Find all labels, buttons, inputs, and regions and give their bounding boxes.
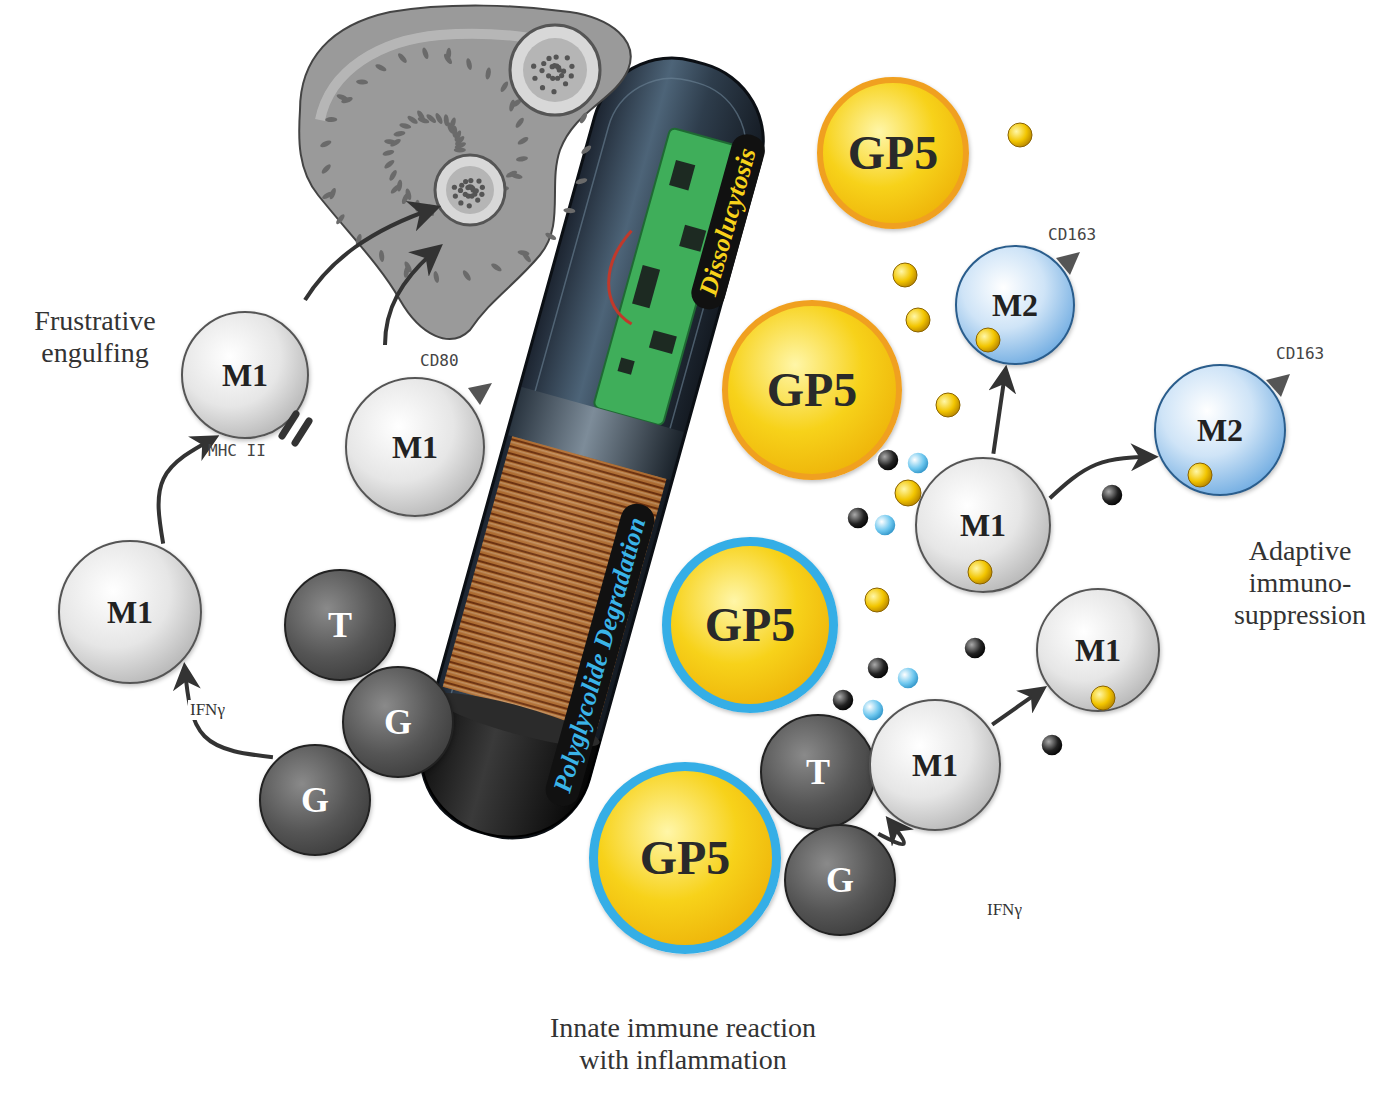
signal-label: IFNγ <box>188 700 227 720</box>
m2-macrophage: M2 <box>955 245 1075 365</box>
cell-label: M2 <box>992 289 1038 321</box>
cell-label: T <box>806 754 830 790</box>
arrow-connector <box>993 370 1005 453</box>
gp5-particle: GP5 <box>589 762 781 954</box>
cell-label: M1 <box>960 509 1006 541</box>
lymphocyte-cell: G <box>259 744 371 856</box>
lymphocyte-cell: T <box>284 569 396 681</box>
process-caption: Frustrative engulfing <box>5 305 185 369</box>
arrow-connector <box>1050 457 1153 498</box>
particle-dot <box>874 514 896 536</box>
arrow-connector <box>185 668 273 758</box>
particle-dot <box>897 667 919 689</box>
receptor-label: MHC II <box>208 442 278 460</box>
signal-label: IFNγ <box>985 900 1024 920</box>
cell-label: M1 <box>392 431 438 463</box>
particle-dot <box>895 480 921 506</box>
process-tag: Dissolucytosis <box>688 131 769 313</box>
particle-dot <box>976 328 1000 352</box>
m1-macrophage: M1 <box>869 699 1001 831</box>
m1-macrophage: M1 <box>181 311 309 439</box>
cell-label: G <box>301 782 329 818</box>
process-caption: Innate immune reaction with inflammation <box>533 1012 833 1076</box>
receptor-label: CD163 <box>1048 226 1118 244</box>
cell-label: M1 <box>222 359 268 391</box>
process-caption: Adaptive immuno- suppression <box>1210 535 1390 632</box>
particle-dot <box>906 308 930 332</box>
m1-macrophage: M1 <box>345 377 485 517</box>
receptor-label: CD80 <box>420 352 480 370</box>
particle-dot <box>862 699 884 721</box>
particle-dot <box>1041 734 1063 756</box>
cell-label: G <box>384 704 412 740</box>
particle-dot <box>832 689 854 711</box>
lymphocyte-cell: G <box>784 824 896 936</box>
receptor-label: CD163 <box>1276 345 1346 363</box>
tissue-fragment <box>299 6 631 339</box>
m1-macrophage: M1 <box>1036 588 1160 712</box>
cell-label: M1 <box>107 596 153 628</box>
particle-dot <box>865 588 889 612</box>
cell-label: T <box>328 607 352 643</box>
particle-dot <box>907 452 929 474</box>
particle-dot <box>1101 484 1123 506</box>
arrow-connector <box>992 689 1042 724</box>
cell-label: M2 <box>1197 414 1243 446</box>
particle-dot <box>1008 123 1032 147</box>
gp5-particle: GP5 <box>817 77 969 229</box>
lymphocyte-cell: T <box>760 714 876 830</box>
cell-label: GP5 <box>767 366 858 414</box>
cell-label: G <box>826 862 854 898</box>
process-tag: Polyglycolide Degradation <box>542 500 658 809</box>
m1-macrophage: M1 <box>58 540 202 684</box>
arrow-connector <box>878 821 904 845</box>
cell-label: GP5 <box>640 834 731 882</box>
particle-dot <box>847 507 869 529</box>
mhc-marker <box>282 414 309 443</box>
m2-macrophage: M2 <box>1154 364 1286 496</box>
particle-dot <box>968 560 992 584</box>
engulfing-arrows <box>305 208 438 345</box>
particle-dot <box>893 263 917 287</box>
cell-label: GP5 <box>705 601 796 649</box>
m1-macrophage: M1 <box>915 457 1051 593</box>
receptor-markers <box>468 252 1290 405</box>
particle-dot <box>1188 463 1212 487</box>
particle-dot <box>1091 686 1115 710</box>
cell-label: M1 <box>912 749 958 781</box>
lymphocyte-cell: G <box>342 666 454 778</box>
particle-dot <box>936 393 960 417</box>
gp5-particle: GP5 <box>722 300 902 480</box>
particle-dot <box>877 449 899 471</box>
cell-label: GP5 <box>848 129 939 177</box>
arrow-connector <box>159 438 215 544</box>
particle-dot <box>964 637 986 659</box>
cell-label: M1 <box>1075 634 1121 666</box>
particle-dot <box>867 657 889 679</box>
gp5-particle: GP5 <box>662 537 838 713</box>
